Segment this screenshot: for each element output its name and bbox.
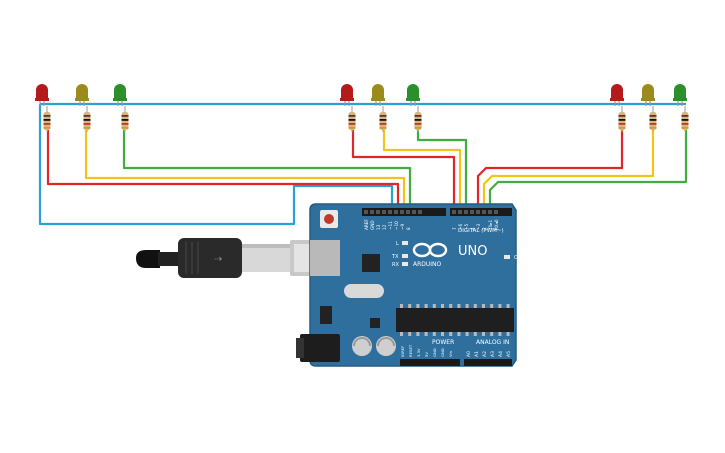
usb-chip — [362, 254, 380, 272]
header-pin[interactable] — [388, 210, 392, 214]
header-pin[interactable] — [412, 210, 416, 214]
header-pin[interactable] — [476, 210, 480, 214]
digital-pin-label: 13 — [376, 224, 381, 230]
resistor-middle-green — [414, 106, 422, 132]
power-pin-label: RESET — [408, 344, 413, 357]
digital-pin-label: RX◂0 — [494, 219, 499, 230]
power-pin-label: GND — [440, 348, 445, 357]
header-pin[interactable] — [364, 210, 368, 214]
wire-left-yellow — [84, 130, 406, 208]
resistor-right-red — [618, 106, 626, 132]
header-pin[interactable] — [382, 210, 386, 214]
resistor-left-yellow — [83, 106, 91, 132]
analog-label: ANALOG IN — [476, 339, 509, 346]
led-left-red — [35, 84, 49, 106]
resistor-right-yellow — [649, 106, 657, 132]
resistor-right-green — [681, 106, 689, 132]
digital-pin-label: 8 — [406, 227, 411, 230]
analog-pin-label: A3 — [490, 351, 496, 357]
digital-pin-label: TX▸1 — [488, 219, 493, 231]
analog-pin-label: A1 — [474, 351, 480, 357]
digital-pin-label: ~10 — [394, 221, 399, 230]
wire-middle-yellow — [382, 130, 462, 208]
ground-return-wire — [38, 104, 394, 226]
digital-pin-label: AREF — [364, 219, 369, 230]
tx-label: TX — [391, 254, 399, 260]
digital-pin-label: ~9 — [400, 223, 405, 230]
header-pin[interactable] — [376, 210, 380, 214]
wire-middle-green — [416, 130, 468, 208]
wire-right-red — [476, 130, 624, 208]
analog-header — [464, 359, 512, 366]
wire-left-green — [122, 130, 412, 208]
usb-cable: ⇢ — [136, 238, 338, 278]
led-right-green — [673, 84, 687, 106]
power-pin-label: Vin — [448, 350, 453, 357]
resistor-left-red — [43, 106, 51, 132]
header-pin[interactable] — [406, 210, 410, 214]
brand-label: ARDUINO — [413, 261, 442, 268]
led-left-yellow — [75, 84, 89, 106]
resistor-middle-yellow — [379, 106, 387, 132]
header-pin[interactable] — [394, 210, 398, 214]
wire-right-green — [488, 130, 688, 208]
header-pin[interactable] — [482, 210, 486, 214]
power-pin-label: 3.3V — [416, 348, 421, 357]
digital-pin-label: 7 — [452, 227, 457, 230]
led-middle-green — [406, 84, 420, 106]
wire-middle-red — [351, 130, 456, 208]
analog-pin-label: A0 — [466, 351, 472, 357]
atmega-chip — [396, 308, 514, 332]
svg-text:⇢: ⇢ — [214, 254, 222, 265]
header-pin[interactable] — [458, 210, 462, 214]
wire-left-red — [46, 130, 400, 208]
digital-pin-label: ~5 — [464, 223, 469, 230]
crystal — [344, 284, 384, 298]
wire-right-yellow — [482, 130, 655, 208]
power-pin-label: GND — [432, 348, 437, 357]
analog-pin-label: A4 — [498, 351, 504, 357]
header-pin[interactable] — [470, 210, 474, 214]
led-middle-yellow — [371, 84, 385, 106]
header-pin[interactable] — [488, 210, 492, 214]
header-pin[interactable] — [452, 210, 456, 214]
digital-pin-label: ~11 — [388, 221, 393, 230]
model-label: UNO — [458, 244, 487, 259]
wires — [38, 102, 688, 226]
power-pin-label: 5V — [424, 352, 429, 357]
analog-pin-label: A5 — [506, 351, 512, 357]
header-pin[interactable] — [400, 210, 404, 214]
arduino-logo — [412, 242, 448, 258]
header-pin[interactable] — [418, 210, 422, 214]
digital-pin-label: ~3 — [476, 223, 481, 230]
digital-header-right — [450, 208, 512, 216]
digital-pin-label: GND — [370, 220, 375, 230]
led-group — [35, 84, 689, 132]
led-middle-red — [340, 84, 354, 106]
led-right-red — [610, 84, 624, 106]
analog-pin-label: A2 — [482, 351, 488, 357]
header-pin[interactable] — [494, 210, 498, 214]
digital-pin-label: 12 — [382, 224, 387, 230]
digital-pin-label: 2 — [482, 227, 487, 230]
digital-pin-label: ~6 — [458, 223, 463, 230]
rx-label: RX — [392, 262, 399, 268]
digital-pin-label: 4 — [470, 227, 475, 230]
header-pin[interactable] — [464, 210, 468, 214]
resistor-middle-red — [348, 106, 356, 132]
power-label: POWER — [432, 339, 454, 346]
resistor-left-green — [121, 106, 129, 132]
led-right-yellow — [641, 84, 655, 106]
led-left-green — [113, 84, 127, 106]
power-header — [400, 359, 460, 366]
digital-label: DIGITAL (PWM~) — [458, 228, 504, 234]
power-pin-label: IOREF — [400, 346, 405, 357]
header-pin[interactable] — [370, 210, 374, 214]
on-label: ON — [514, 255, 522, 261]
l-label: L — [396, 241, 399, 247]
